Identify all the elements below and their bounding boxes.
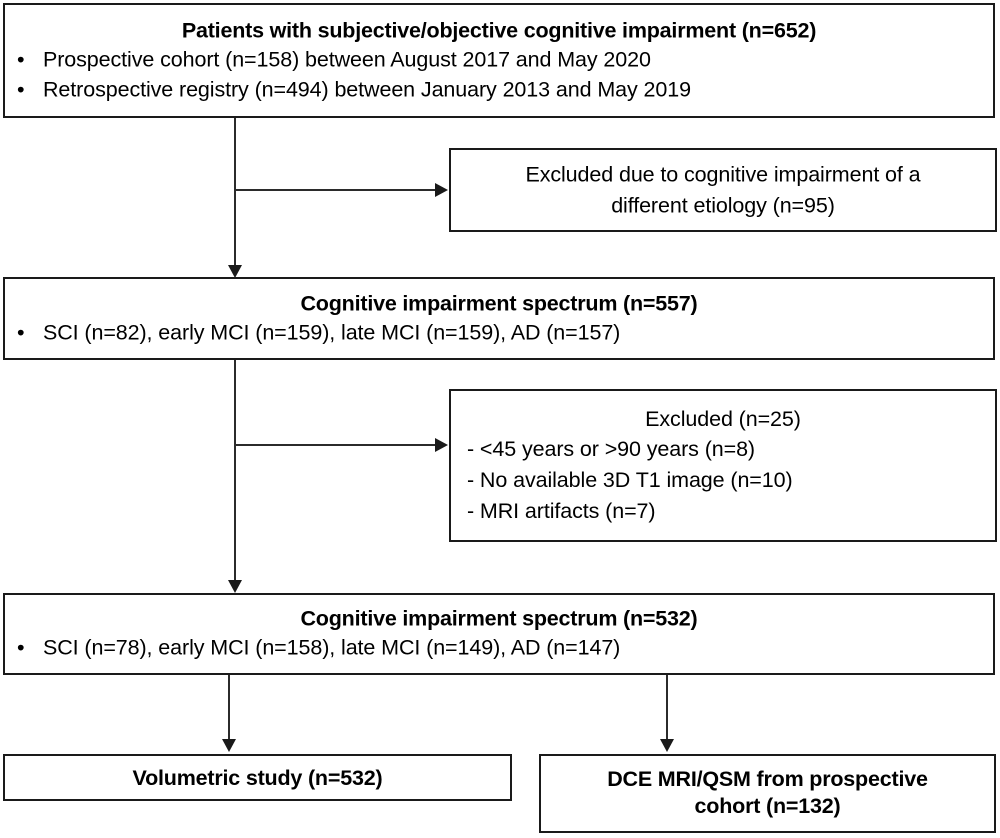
node-dce-study: DCE MRI/QSM from prospective cohort (n=1… bbox=[539, 754, 996, 833]
node-enrollment-content: Patients with subjective/objective cogni… bbox=[5, 16, 993, 105]
arrowhead-to-spectrum532 bbox=[228, 580, 242, 593]
arrowhead-to-excluded-two bbox=[435, 438, 448, 452]
node-excluded-two-heading: Excluded (n=25) bbox=[645, 406, 801, 431]
connector-spectrum532-to-volumetric bbox=[228, 675, 230, 742]
node-spectrum-532-title: Cognitive impairment spectrum (n=532) bbox=[300, 606, 698, 631]
list-item: • Prospective cohort (n=158) between Aug… bbox=[5, 44, 993, 75]
node-enrollment-bullet-1: Prospective cohort (n=158) between Augus… bbox=[43, 47, 651, 72]
node-excluded-two: Excluded (n=25) - <45 years or >90 years… bbox=[449, 389, 997, 542]
connector-spectrum532-to-dce bbox=[666, 675, 668, 742]
bullet-icon: • bbox=[17, 635, 25, 660]
node-excluded-one-line-2: different etiology (n=95) bbox=[611, 193, 835, 217]
node-spectrum-557-bullet-1: SCI (n=82), early MCI (n=159), late MCI … bbox=[43, 320, 621, 345]
bullet-icon: • bbox=[17, 77, 25, 102]
connector-enrollment-to-spectrum557 bbox=[234, 118, 236, 268]
node-excluded-two-list: - <45 years or >90 years (n=8) - No avai… bbox=[451, 434, 995, 528]
list-item: - No available 3D T1 image (n=10) bbox=[467, 468, 793, 493]
node-dce-study-line-2: cohort (n=132) bbox=[694, 794, 841, 819]
node-excluded-one: Excluded due to cognitive impairment of … bbox=[449, 148, 997, 232]
node-volumetric-study: Volumetric study (n=532) bbox=[3, 754, 512, 801]
list-item: • SCI (n=82), early MCI (n=159), late MC… bbox=[5, 317, 993, 348]
node-spectrum-532-bullet-1: SCI (n=78), early MCI (n=158), late MCI … bbox=[43, 635, 621, 660]
list-item: • Retrospective registry (n=494) between… bbox=[5, 75, 993, 106]
node-volumetric-study-title: Volumetric study (n=532) bbox=[132, 765, 383, 790]
node-enrollment: Patients with subjective/objective cogni… bbox=[3, 3, 995, 118]
node-spectrum-557-title: Cognitive impairment spectrum (n=557) bbox=[300, 291, 698, 316]
connector-spectrum557-to-excluded-two bbox=[234, 444, 436, 446]
node-spectrum-532: Cognitive impairment spectrum (n=532) • … bbox=[3, 593, 995, 675]
node-enrollment-title: Patients with subjective/objective cogni… bbox=[181, 17, 817, 42]
bullet-icon: • bbox=[17, 320, 25, 345]
arrowhead-to-excluded-one bbox=[435, 183, 448, 197]
arrowhead-to-spectrum557 bbox=[228, 265, 242, 278]
node-excluded-two-content: Excluded (n=25) - <45 years or >90 years… bbox=[451, 403, 995, 527]
node-spectrum-557-content: Cognitive impairment spectrum (n=557) • … bbox=[5, 289, 993, 348]
list-item: - <45 years or >90 years (n=8) bbox=[467, 437, 755, 461]
list-item: • SCI (n=78), early MCI (n=158), late MC… bbox=[5, 633, 993, 664]
connector-enrollment-to-excluded-one bbox=[234, 189, 436, 191]
arrowhead-to-volumetric bbox=[222, 739, 236, 752]
node-spectrum-557: Cognitive impairment spectrum (n=557) • … bbox=[3, 277, 995, 360]
arrowhead-to-dce bbox=[660, 739, 674, 752]
node-excluded-one-content: Excluded due to cognitive impairment of … bbox=[451, 159, 995, 220]
node-spectrum-532-content: Cognitive impairment spectrum (n=532) • … bbox=[5, 605, 993, 664]
node-excluded-one-line-1: Excluded due to cognitive impairment of … bbox=[525, 162, 921, 187]
node-enrollment-bullet-2: Retrospective registry (n=494) between J… bbox=[43, 77, 691, 102]
list-item: - MRI artifacts (n=7) bbox=[467, 499, 656, 524]
node-volumetric-study-content: Volumetric study (n=532) bbox=[5, 763, 510, 791]
node-dce-study-line-1: DCE MRI/QSM from prospective bbox=[607, 766, 928, 791]
node-dce-study-content: DCE MRI/QSM from prospective cohort (n=1… bbox=[541, 766, 994, 822]
bullet-icon: • bbox=[17, 47, 25, 72]
connector-spectrum557-to-spectrum532 bbox=[234, 360, 236, 584]
